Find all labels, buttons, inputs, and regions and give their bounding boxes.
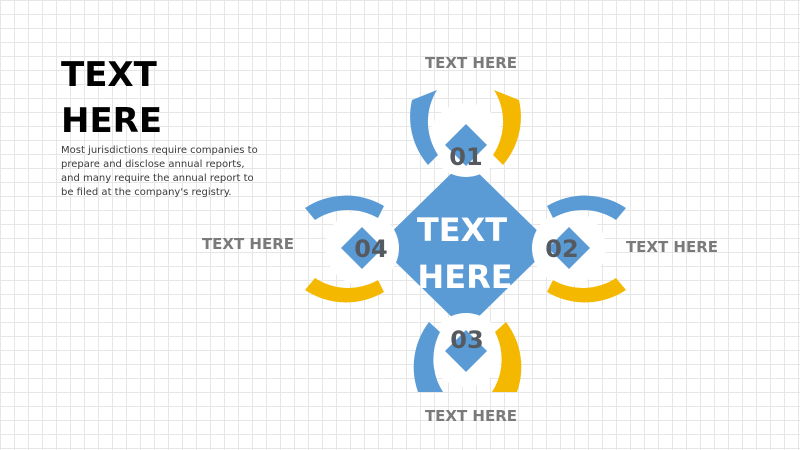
slide-title-line-2: HERE [61,101,163,141]
arc-blue-02 [547,195,626,220]
node-label-02: TEXT HERE [626,238,718,256]
slide-title: TEXT HERE [61,52,261,144]
center-diamond [378,160,552,330]
node-label-01: TEXT HERE [425,54,517,72]
node-diamond-02 [548,227,590,269]
arc-gold-04 [305,278,384,303]
arc-blue-04 [305,195,384,220]
node-diamond-01 [445,124,487,166]
arc-blue-01 [410,90,438,165]
node-diamond-04 [341,227,383,269]
arc-gold-03 [492,322,522,392]
arc-gold-02 [547,278,626,303]
node-diamond-03 [445,330,487,372]
center-label-line-1: TEXT [417,211,507,249]
node-label-04: TEXT HERE [202,235,294,253]
arc-gold-01 [493,90,521,165]
arc-blue-03 [413,322,443,392]
slide-title-line-1: TEXT [61,55,157,95]
node-number-04: 04 [354,235,387,263]
center-label-line-2: HERE [417,258,512,296]
node-number-02: 02 [545,235,578,263]
node-number-01: 01 [449,143,482,171]
node-number-03: 03 [450,326,483,354]
node-label-03: TEXT HERE [425,407,517,425]
slide-body-text: Most jurisdictions require companies to … [61,145,258,198]
